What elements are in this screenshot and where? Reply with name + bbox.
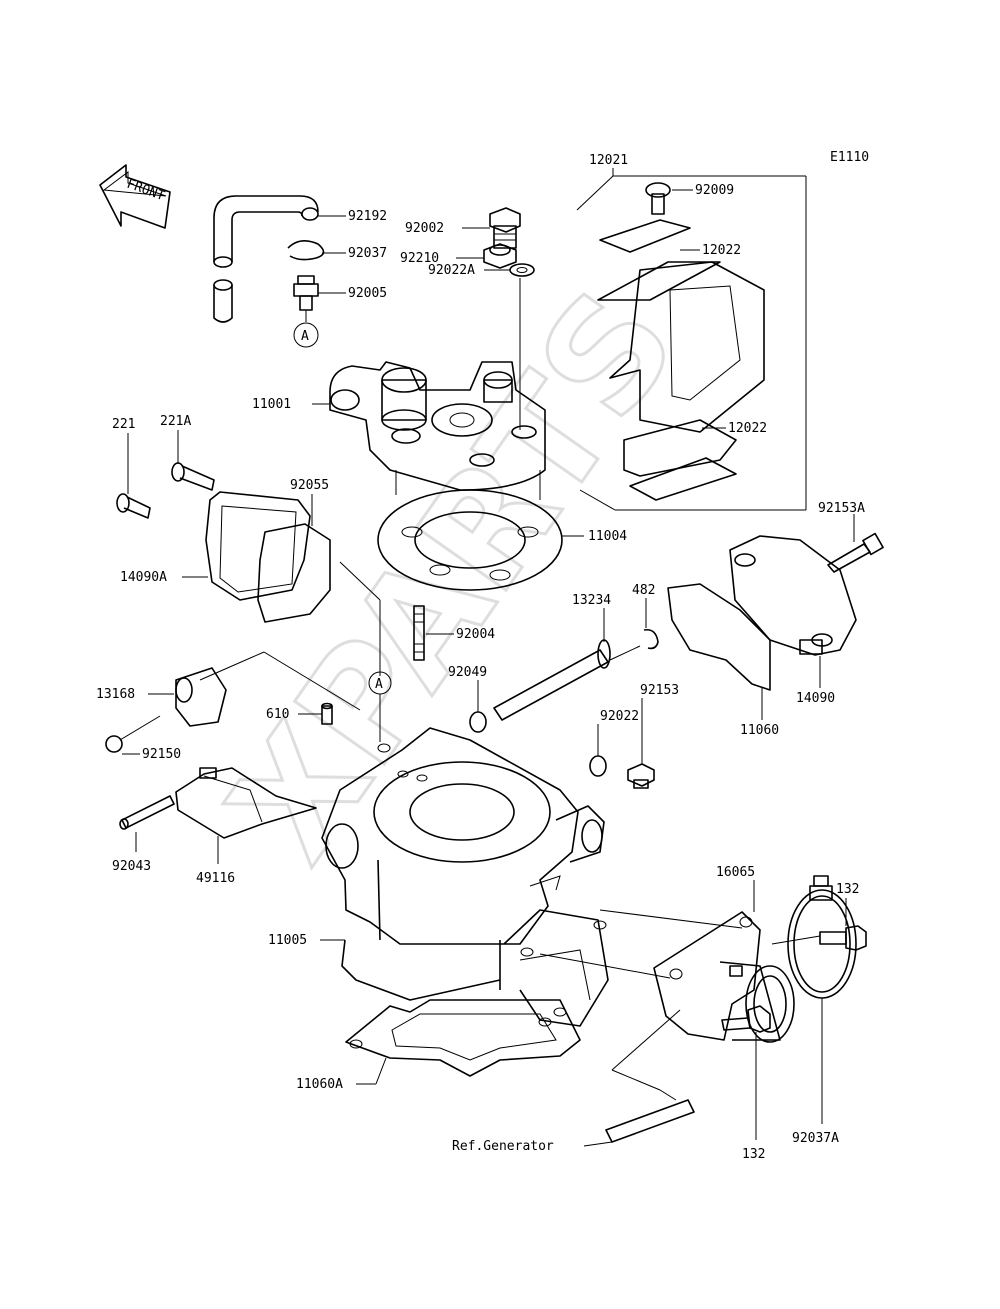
label-92022: 92022 — [600, 709, 639, 724]
label-92022a: 92022A — [428, 263, 475, 278]
head-nut — [483, 243, 517, 269]
exhaust-valve — [175, 767, 317, 839]
watermark: XPARTS — [195, 259, 712, 892]
label-221a: 221A — [160, 414, 191, 429]
svg-text:XPARTS: XPARTS — [197, 261, 711, 891]
head-bolt — [489, 207, 521, 249]
washer-92022a — [509, 263, 535, 277]
bolt-92150 — [105, 715, 161, 753]
label-12021: 12021 — [589, 153, 628, 168]
label-92037a: 92037A — [792, 1131, 839, 1146]
stud-bolt — [413, 605, 425, 661]
bolt-92153 — [627, 763, 655, 789]
label-ref-generator: Ref.Generator — [452, 1139, 554, 1154]
label-12022-upper: 12022 — [702, 243, 741, 258]
label-14090: 14090 — [796, 691, 835, 706]
screw-221 — [116, 493, 151, 519]
label-13168: 13168 — [96, 687, 135, 702]
reed-valve-kit-box — [576, 168, 807, 511]
valve-cover-gasket — [257, 523, 331, 623]
bolt-132-bottom — [721, 1005, 771, 1033]
label-49116: 49116 — [196, 871, 235, 886]
breather-fitting — [293, 275, 319, 322]
front-arrow-icon: FRONT — [99, 164, 171, 229]
callout-a-top: A — [293, 322, 319, 348]
label-92037: 92037 — [348, 246, 387, 261]
label-92009: 92009 — [695, 183, 734, 198]
pin-92043 — [119, 795, 175, 830]
label-92002: 92002 — [405, 221, 444, 236]
reed-petal — [623, 419, 737, 501]
label-92049: 92049 — [448, 665, 487, 680]
oring-92049 — [469, 711, 487, 733]
label-92004: 92004 — [456, 627, 495, 642]
ref-generator-bar — [605, 1099, 695, 1143]
exhaust-valve-cover-right — [729, 535, 857, 656]
label-14090a: 14090A — [120, 570, 167, 585]
svg-text:A: A — [375, 677, 383, 692]
callout-a-cylinder: A — [368, 671, 392, 695]
label-92005: 92005 — [348, 286, 387, 301]
label-12022-lower: 12022 — [728, 421, 767, 436]
screw-221a — [171, 462, 215, 491]
breather-hose — [213, 195, 319, 323]
head-gasket — [377, 489, 563, 591]
front-label: FRONT — [125, 177, 167, 205]
label-92055: 92055 — [290, 478, 329, 493]
label-92043: 92043 — [112, 859, 151, 874]
exhaust-valve-shaft — [493, 639, 641, 721]
washer-92022 — [589, 755, 607, 777]
label-92210: 92210 — [400, 251, 439, 266]
label-132-bottom: 132 — [742, 1147, 765, 1162]
label-132-top: 132 — [836, 882, 859, 897]
label-16065: 16065 — [716, 865, 755, 880]
clip-482 — [643, 628, 659, 650]
cylinder — [321, 727, 609, 1027]
gasket-11060 — [667, 583, 771, 691]
part-number-labels: 92192 92037 92005 92002 92022A 92210 110… — [96, 153, 865, 1162]
leader-lines — [122, 189, 855, 1147]
label-11004: 11004 — [588, 529, 627, 544]
exhaust-valve-cover-left — [205, 491, 311, 601]
svg-text:A: A — [301, 329, 309, 344]
diagram-code: E1110 — [830, 150, 869, 165]
dowel-pin — [321, 702, 333, 725]
reed-screw — [645, 182, 671, 215]
hose-clip — [287, 240, 325, 261]
label-610: 610 — [266, 707, 289, 722]
label-221: 221 — [112, 417, 135, 432]
label-92150: 92150 — [142, 747, 181, 762]
reed-stopper-plates — [597, 219, 721, 301]
label-92192: 92192 — [348, 209, 387, 224]
label-11001: 11001 — [252, 397, 291, 412]
label-92153a: 92153A — [818, 501, 865, 516]
label-11060: 11060 — [740, 723, 779, 738]
bolt-132-top — [819, 925, 867, 951]
base-gasket — [345, 999, 581, 1077]
label-11005: 11005 — [268, 933, 307, 948]
bolt-92153a — [827, 532, 884, 573]
label-92153: 92153 — [640, 683, 679, 698]
reed-block — [609, 261, 765, 433]
label-482: 482 — [632, 583, 655, 598]
intake-manifold — [653, 911, 795, 1043]
label-11060a: 11060A — [296, 1077, 343, 1092]
label-13234: 13234 — [572, 593, 611, 608]
exhaust-valve-lever — [175, 667, 227, 727]
